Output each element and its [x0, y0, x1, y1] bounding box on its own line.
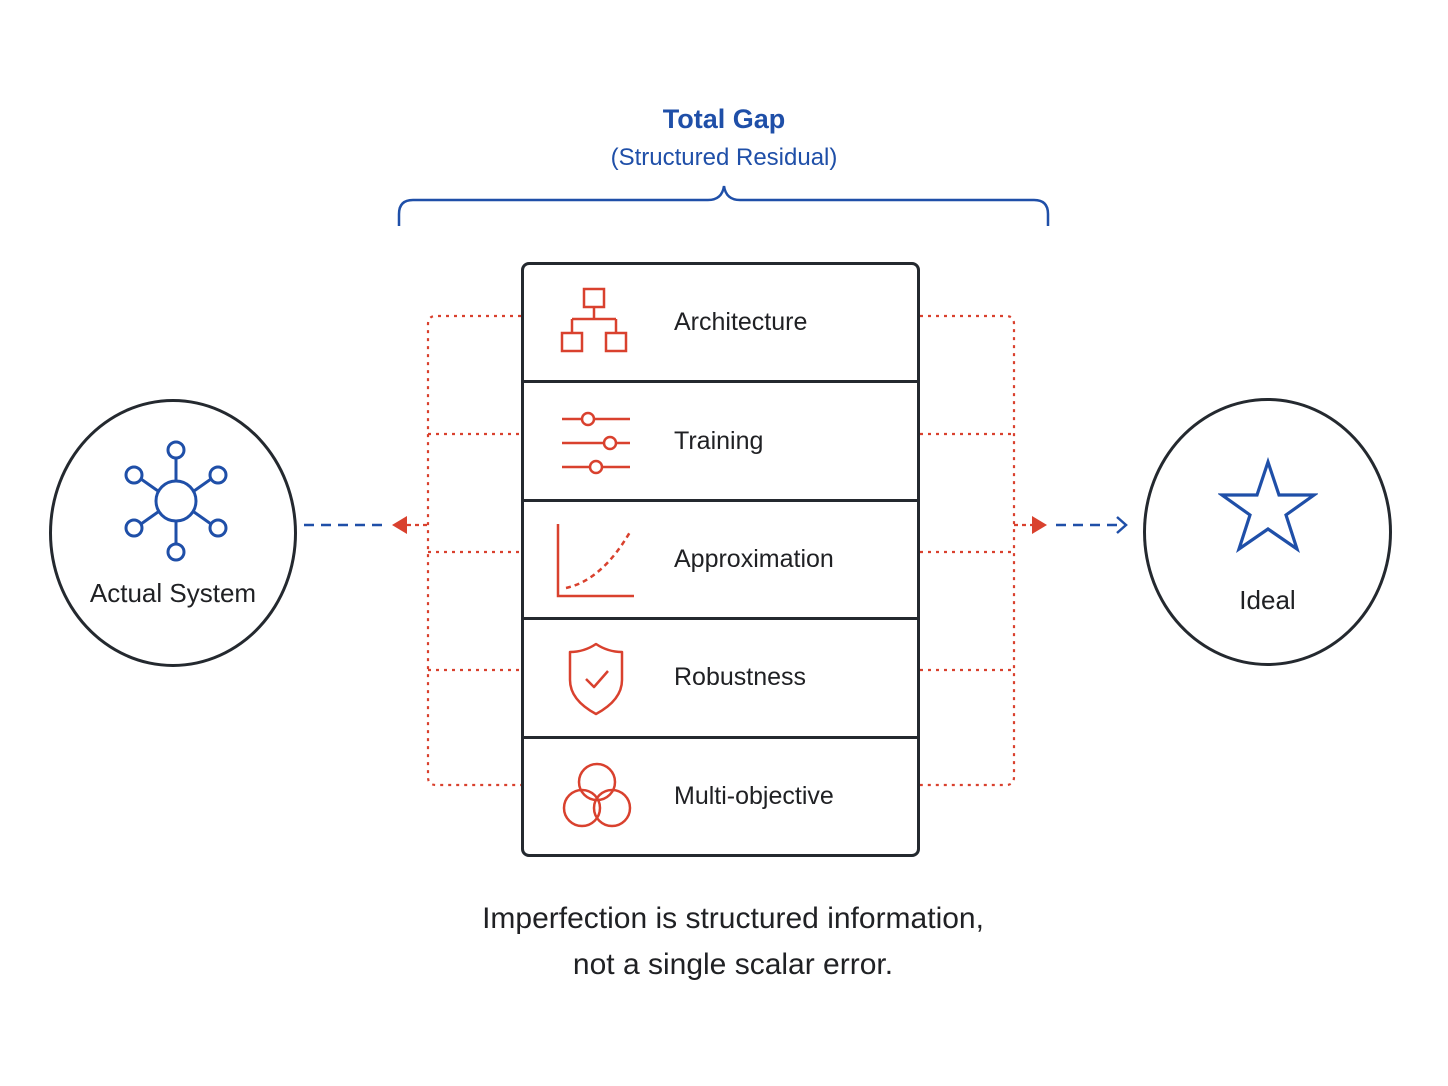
left-red-arrowhead [392, 516, 407, 534]
sliders-icon [562, 411, 630, 475]
actual-system-label: Actual System [89, 578, 257, 608]
venn-icon [562, 763, 632, 828]
shield-check-icon [568, 642, 624, 716]
component-label: Training [674, 426, 764, 455]
component-label: Architecture [674, 308, 808, 337]
component-label: Robustness [674, 663, 807, 692]
hierarchy-icon [560, 287, 628, 352]
total-gap-brace [397, 185, 1050, 226]
component-row-architecture: Architecture [524, 265, 917, 384]
actual-system-node: Actual System [49, 399, 297, 667]
right-dotted-connectors [920, 314, 1016, 787]
left-dotted-connectors [426, 314, 521, 787]
diagram-subtitle: (Structured Residual) [610, 144, 838, 171]
right-red-arrowhead [1032, 516, 1047, 534]
diagram-caption: Imperfection is structured information, … [0, 896, 1448, 988]
ideal-node: Ideal [1143, 398, 1392, 666]
caption-line-1: Imperfection is structured information, [482, 902, 984, 935]
component-label: Approximation [674, 545, 834, 574]
component-row-training: Training [524, 383, 917, 502]
curve-chart-icon [556, 523, 634, 597]
star-icon [1218, 457, 1318, 553]
component-row-multi-objective: Multi-objective [524, 739, 917, 854]
right-blue-arrowhead [1116, 516, 1128, 534]
ideal-label: Ideal [1239, 585, 1296, 615]
caption-line-2: not a single scalar error. [572, 948, 894, 981]
component-row-robustness: Robustness [524, 620, 917, 739]
network-icon [124, 440, 228, 562]
component-row-approximation: Approximation [524, 502, 917, 621]
component-label: Multi-objective [674, 781, 834, 810]
diagram-title: Total Gap [662, 104, 786, 134]
gap-components-stack: Architecture Training Approximation [521, 262, 920, 857]
